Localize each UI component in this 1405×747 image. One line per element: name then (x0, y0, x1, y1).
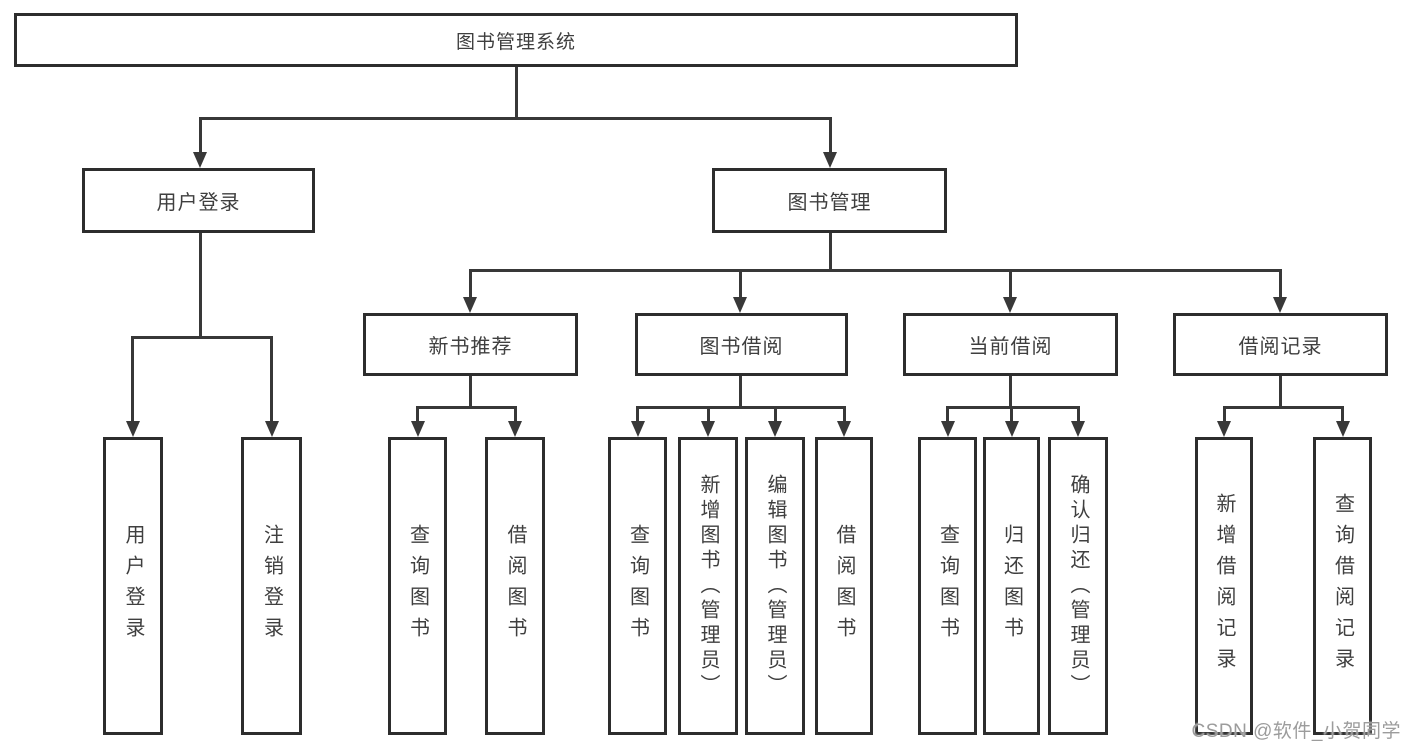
leaf-query-books-recommend: 查询图书 (388, 437, 447, 735)
connector-line (199, 117, 202, 155)
arrow-down-icon (733, 297, 747, 313)
connector-line (946, 406, 1080, 409)
node-label: 图书借阅 (699, 336, 784, 358)
arrow-down-icon (265, 421, 279, 437)
node-label: 查询借阅记录 (1331, 493, 1354, 679)
node-label: 当前借阅 (968, 336, 1053, 358)
arrow-down-icon (193, 152, 207, 168)
node-label: 图书管理 (787, 192, 872, 214)
node-label: 图书管理系统 (455, 31, 576, 53)
node-label: 新增图书（管理员） (697, 473, 719, 699)
node-user-login: 用户登录 (82, 168, 315, 233)
leaf-borrow-books-recommend: 借阅图书 (485, 437, 545, 735)
connector-line (843, 406, 846, 423)
connector-line (131, 336, 273, 339)
arrow-down-icon (1071, 421, 1085, 437)
arrow-down-icon (701, 421, 715, 437)
node-label: 用户登录 (156, 192, 241, 214)
leaf-return-books: 归还图书 (983, 437, 1040, 735)
arrow-down-icon (463, 297, 477, 313)
arrow-down-icon (1336, 421, 1350, 437)
connector-line (1010, 406, 1013, 423)
arrow-down-icon (768, 421, 782, 437)
arrow-down-icon (837, 421, 851, 437)
node-label: 查询图书 (936, 524, 959, 648)
node-label: 查询图书 (626, 524, 649, 648)
arrow-down-icon (823, 152, 837, 168)
arrow-down-icon (508, 421, 522, 437)
node-borrowing-records: 借阅记录 (1173, 313, 1388, 376)
node-label: 注销登录 (260, 524, 283, 648)
connector-line (1077, 406, 1080, 423)
connector-line (270, 336, 273, 423)
connector-line (469, 269, 1282, 272)
connector-line (514, 406, 517, 423)
connector-line (829, 117, 832, 155)
node-book-management: 图书管理 (712, 168, 947, 233)
arrow-down-icon (1217, 421, 1231, 437)
leaf-user-login: 用户登录 (103, 437, 163, 735)
connector-line (469, 376, 472, 409)
leaf-borrow-books: 借阅图书 (815, 437, 873, 735)
connector-line (707, 406, 710, 423)
node-label: 确认归还（管理员） (1067, 473, 1089, 699)
node-label: 用户登录 (122, 524, 144, 648)
connector-line (1009, 269, 1012, 300)
node-label: 借阅图书 (504, 524, 526, 648)
leaf-query-books-current: 查询图书 (918, 437, 977, 735)
connector-line (416, 406, 517, 409)
node-library-management-system: 图书管理系统 (14, 13, 1018, 67)
node-book-borrowing: 图书借阅 (635, 313, 848, 376)
connector-line (1279, 269, 1282, 300)
leaf-add-books-admin: 新增图书（管理员） (678, 437, 738, 735)
connector-line (199, 117, 832, 120)
node-new-book-recommendation: 新书推荐 (363, 313, 578, 376)
arrow-down-icon (126, 421, 140, 437)
connector-line (774, 406, 777, 423)
connector-line (515, 66, 518, 118)
arrow-down-icon (411, 421, 425, 437)
leaf-query-books-borrowing: 查询图书 (608, 437, 667, 735)
leaf-add-borrow-record: 新增借阅记录 (1195, 437, 1253, 735)
connector-line (416, 406, 419, 423)
leaf-query-borrow-record: 查询借阅记录 (1313, 437, 1372, 735)
connector-line (1223, 406, 1344, 409)
connector-line (1279, 376, 1282, 409)
node-label: 新增借阅记录 (1213, 493, 1235, 679)
arrow-down-icon (1003, 297, 1017, 313)
csdn-watermark: CSDN @软件_小贺同学 (1191, 721, 1401, 742)
arrow-down-icon (631, 421, 645, 437)
arrow-down-icon (1273, 297, 1287, 313)
connector-line (829, 233, 832, 272)
arrow-down-icon (941, 421, 955, 437)
connector-line (636, 406, 639, 423)
arrow-down-icon (1005, 421, 1019, 437)
node-label: 查询图书 (406, 524, 429, 648)
node-label: 归还图书 (1000, 524, 1023, 648)
connector-line (739, 269, 742, 300)
leaf-confirm-return-admin: 确认归还（管理员） (1048, 437, 1108, 735)
node-label: 借阅记录 (1238, 336, 1323, 358)
node-label: 编辑图书（管理员） (764, 473, 786, 699)
node-current-borrowing: 当前借阅 (903, 313, 1118, 376)
connector-line (946, 406, 949, 423)
leaf-edit-books-admin: 编辑图书（管理员） (745, 437, 805, 735)
connector-line (199, 233, 202, 339)
connector-line (131, 336, 134, 423)
connector-line (469, 269, 472, 300)
connector-line (739, 376, 742, 409)
connector-line (1009, 376, 1012, 409)
connector-line (1341, 406, 1344, 423)
node-label: 新书推荐 (428, 336, 513, 358)
node-label: 借阅图书 (833, 524, 855, 648)
connector-line (1223, 406, 1226, 423)
leaf-logout: 注销登录 (241, 437, 302, 735)
connector-line (636, 406, 846, 409)
